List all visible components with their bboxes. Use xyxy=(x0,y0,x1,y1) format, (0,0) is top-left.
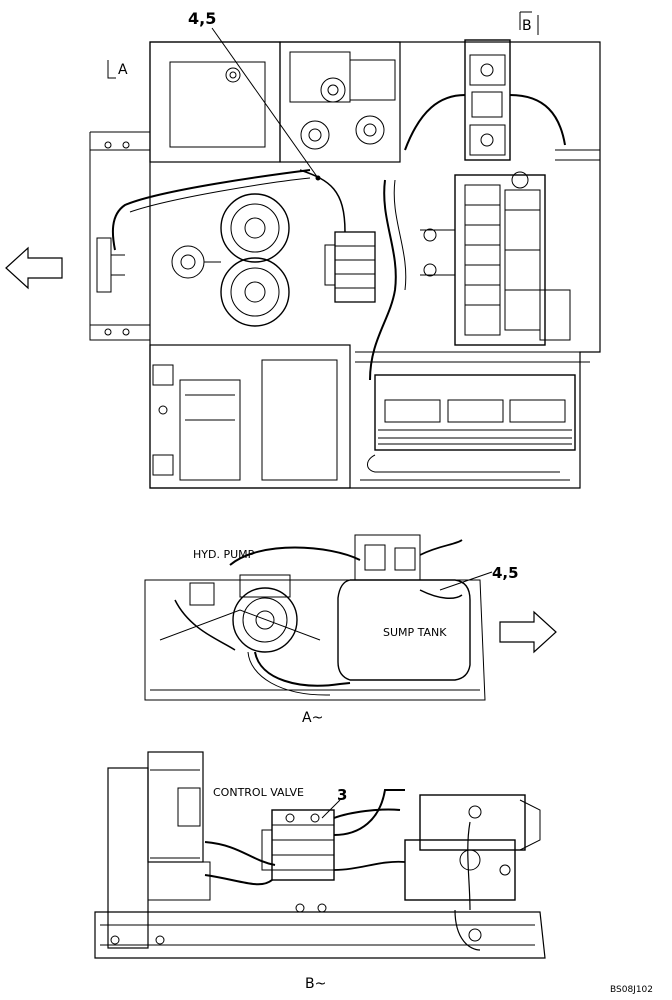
callout-4-5-top: 4,5 xyxy=(188,9,216,28)
view-b-caption: B~ xyxy=(305,976,326,992)
view-a-caption: A~ xyxy=(302,710,323,726)
callout-3: 3 xyxy=(337,786,347,804)
view-b-marker: B xyxy=(522,18,532,34)
callout-4-5-mid: 4,5 xyxy=(492,564,519,582)
top-plan-view xyxy=(89,11,601,489)
sump-tank-label: SUMP TANK xyxy=(383,626,447,639)
left-direction-arrow xyxy=(5,246,63,290)
hyd-pump-label: HYD. PUMP xyxy=(193,548,255,561)
control-valve-label: CONTROL VALVE xyxy=(213,786,304,799)
drawing-code: BS08J102 xyxy=(610,985,653,995)
right-direction-arrow xyxy=(499,610,557,654)
view-b-side xyxy=(94,751,546,959)
view-a-marker: A xyxy=(118,62,128,78)
view-a-side xyxy=(144,534,493,701)
